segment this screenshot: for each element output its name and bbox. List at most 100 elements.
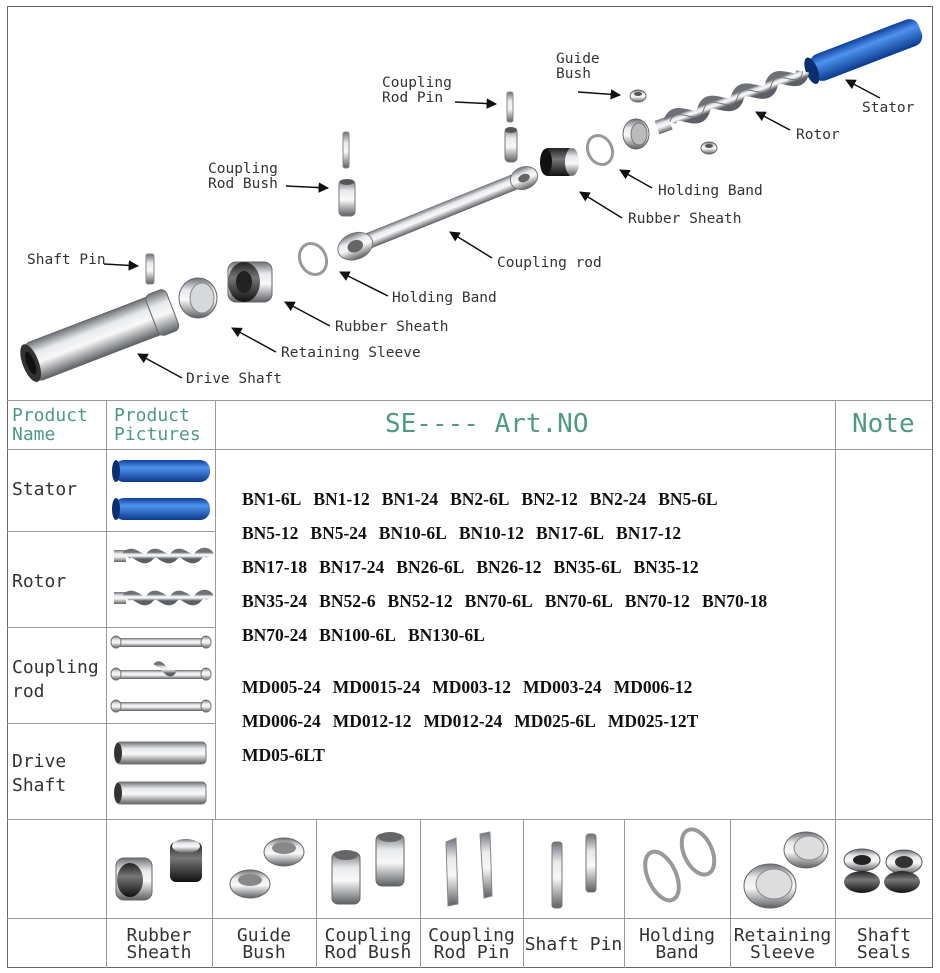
label-shaft-pin: Shaft Pin [27,252,106,268]
art-code: BN5-24 [310,522,367,543]
art-code: MD006-12 [613,676,693,697]
art-code: BN1-24 [381,488,439,509]
art-code: BN26-12 [476,556,542,577]
shaft-seals-picture [843,848,923,893]
shaft-pin-part [145,253,155,285]
bn-line-5: BN70-24 BN100-6L BN130-6L [242,618,832,652]
rubber-sheath-picture [115,839,202,901]
art-code: MD003-24 [522,676,602,697]
art-code: BN10-6L [378,522,447,543]
coupling-rod-pin-picture [445,831,493,907]
label-rubber-sheath-2: Rubber Sheath [335,319,449,335]
label-coupling-rod: Coupling rod [497,255,602,271]
coupling-rod-part [337,166,539,261]
accessory-pictures-row [115,827,923,909]
art-code: BN5-6L [658,488,718,509]
label-rotor: Rotor [796,127,840,143]
art-code: BN35-12 [633,556,699,577]
stator-part [804,19,923,85]
holding-band-part-2 [297,241,329,277]
rubber-sheath-part-2 [227,261,273,303]
art-code: BN70-6L [544,590,613,611]
label-holding-band-2: Holding Band [392,290,497,306]
holding-band-picture [643,827,717,903]
art-code: BN2-24 [589,488,647,509]
coupling-rod-bush-part-1 [504,127,518,163]
art-code: MD025-6L [514,710,596,731]
art-code: MD005-24 [242,676,321,697]
header-note: Note [852,409,915,439]
art-code: BN26-6L [396,556,465,577]
art-code: BN10-12 [458,522,524,543]
rotor-part [654,69,810,135]
row-name-rotor: Rotor [12,571,67,592]
art-code: BN70-12 [624,590,690,611]
art-code: MD006-24 [242,710,321,731]
drive-shaft-picture [114,741,207,805]
art-code: BN1-6L [242,488,302,509]
coupling-rod-picture [110,635,212,713]
stator-picture [112,460,210,520]
guide-bush-part [629,89,647,103]
retaining-ring-part [622,118,650,150]
label-stator: Stator [862,100,915,116]
art-code: BN2-6L [450,488,510,509]
label-retaining-sleeve: Retaining Sleeve [281,345,421,361]
art-code: BN70-18 [701,590,768,611]
holding-band-part [585,133,615,167]
art-code: BN130-6L [407,624,485,645]
art-code: BN17-12 [616,522,682,543]
coupling-rod-pin-part-2 [342,131,350,169]
label-holding-band-1: Holding Band [658,183,763,199]
bn-line-4: BN35-24 BN52-6 BN52-12 BN70-6L BN70-6L BN70-1… [242,584,832,618]
row-name-stator: Stator [12,479,78,500]
exploded-parts-drawing [20,19,923,382]
art-code: MD012-24 [423,710,503,731]
rotor-picture [114,547,215,606]
coupling-rod-bush-part [338,179,356,217]
art-code: MD05-6LT [242,744,325,765]
caption-shaft-pin: Shaft Pin [524,934,623,955]
art-code: BN100-6L [319,624,396,645]
retaining-sleeve-picture [743,831,829,909]
art-code: BN1-12 [313,488,370,509]
header-art-no: SE---- Art.NO [385,409,589,439]
art-code: BN35-6L [553,556,622,577]
shaft-pin-picture [551,833,597,909]
art-code: MD0015-24 [332,676,421,697]
art-code: MD003-12 [432,676,511,697]
coupling-rod-bush-picture [331,832,405,905]
md-line-1: MD005-24 MD0015-24 MD003-12 MD003-24 MD006-1… [242,670,832,704]
guide-bush-picture [229,837,305,899]
label-drive-shaft: Drive Shaft [186,371,283,387]
label-rubber-sheath-1: Rubber Sheath [628,211,742,227]
md-line-3: MD05-6LT [242,738,832,772]
art-code: BN70-24 [242,624,308,645]
art-code: BN17-6L [535,522,605,543]
art-code: BN2-12 [521,488,578,509]
art-code: BN70-6L [464,590,533,611]
art-code: BN52-12 [387,590,453,611]
drive-shaft-part [20,289,180,382]
art-code: BN35-24 [242,590,308,611]
rubber-sheath-part [540,148,579,176]
art-code: BN17-18 [242,556,308,577]
art-code: BN52-6 [319,590,376,611]
art-code: MD012-12 [332,710,412,731]
